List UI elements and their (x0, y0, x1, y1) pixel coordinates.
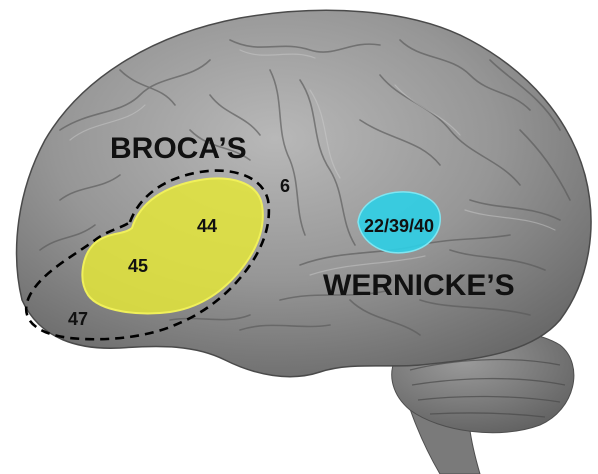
highlight-texture (69, 49, 556, 276)
broca-region (81, 177, 264, 315)
area-47-label: 47 (68, 309, 88, 329)
area-45-label: 45 (128, 256, 148, 276)
broca-label: BROCA’S (110, 132, 247, 165)
broca-dashed-outline (24, 169, 271, 341)
cerebellum-folia (409, 358, 566, 418)
gyri-texture (39, 39, 571, 336)
wernicke-region (357, 191, 441, 254)
cerebrum (15, 9, 592, 378)
wernicke-label: WERNICKE’S (323, 269, 515, 302)
area-6-label: 6 (280, 176, 290, 196)
wernicke-area-numbers: 22/39/40 (364, 216, 434, 236)
area-44-label: 44 (197, 216, 217, 236)
